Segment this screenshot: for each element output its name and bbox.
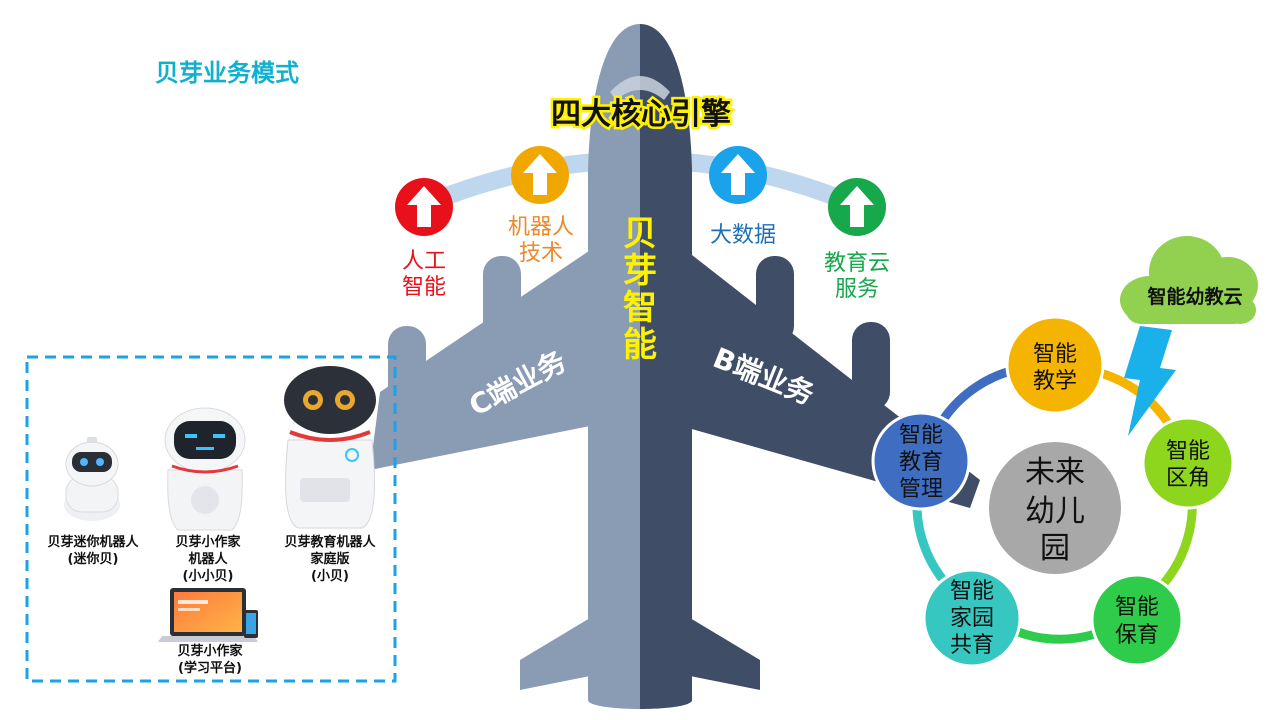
hub-center-line-2: 幼儿 <box>1025 494 1085 529</box>
engine-title: 四大核心引擎 <box>551 97 731 132</box>
robot-family-image <box>284 366 376 529</box>
learning-platform-image <box>158 588 258 642</box>
hub-node-area-line-2: 区角 <box>1166 466 1210 491</box>
up-arrow-icon <box>407 186 441 227</box>
up-arrow-icon <box>840 186 874 227</box>
product-box <box>25 355 397 683</box>
brand-char-2: 芽 <box>623 251 657 291</box>
engine-ai-label-2: 智能 <box>402 275 446 300</box>
center-brand: 贝 芽 智 能 <box>623 214 657 365</box>
product-writer-label-1: 贝芽小作家 <box>175 534 241 550</box>
hub-node-management-line-2: 教育 <box>899 450 943 475</box>
up-arrow-icon <box>523 154 557 195</box>
hub-node-management <box>871 411 971 511</box>
hub-center-line-3: 园 <box>1040 531 1070 566</box>
robot-writer-image <box>164 407 246 531</box>
product-family-label-3: (小贝) <box>311 569 349 584</box>
engine-cloud-label-2: 服务 <box>835 277 879 302</box>
kindergarten-hub: 未来 幼儿 园 智能 教学 智能 区角 智能 保育 智能 家园 共育 智能 教育… <box>871 315 1235 668</box>
hub-node-care <box>1090 573 1184 667</box>
hub-node-management-line-3: 管理 <box>899 477 943 502</box>
cloud-icon <box>1120 236 1258 324</box>
hub-node-home-school-line-1: 智能 <box>950 579 994 604</box>
robot-mini-image <box>64 437 120 521</box>
engine-robotics-label-1: 机器人 <box>508 215 574 240</box>
product-family-label-1: 贝芽教育机器人 <box>284 534 376 550</box>
page-title: 贝芽业务模式 <box>155 59 299 87</box>
hub-node-care-line-1: 智能 <box>1115 595 1159 620</box>
brand-char-4: 能 <box>623 325 657 365</box>
lightning-icon <box>1124 326 1176 436</box>
engine-cloud-label-1: 教育云 <box>824 251 890 276</box>
brand-char-3: 智 <box>623 288 657 328</box>
hub-node-home-school-line-2: 家园 <box>950 606 994 631</box>
engine-robotics-label-2: 技术 <box>519 241 563 266</box>
cloud-label: 智能幼教云 <box>1147 285 1242 308</box>
hub-node-teaching <box>1005 315 1105 415</box>
product-mini-label-2: (迷你贝) <box>68 551 119 567</box>
brand-char-1: 贝 <box>623 214 657 254</box>
hub-node-area-line-1: 智能 <box>1166 439 1210 464</box>
product-writer-label-3: (小小贝) <box>183 569 234 584</box>
hub-node-area <box>1141 416 1235 510</box>
engine-bigdata: 大数据 <box>709 146 776 248</box>
product-writer-label-2: 机器人 <box>188 551 228 567</box>
hub-node-home-school-line-3: 共育 <box>950 633 994 658</box>
product-platform-label-1: 贝芽小作家 <box>177 643 243 659</box>
engine-bigdata-label-1: 大数据 <box>710 223 776 248</box>
hub-center-circle <box>989 442 1121 574</box>
engine-robotics: 机器人 技术 <box>508 146 574 266</box>
hub-node-teaching-line-2: 教学 <box>1033 369 1077 394</box>
engine-cloud: 教育云 服务 <box>824 178 890 302</box>
hub-node-care-line-2: 保育 <box>1115 623 1159 648</box>
hub-center-line-1: 未来 <box>1025 455 1085 490</box>
product-mini-label-1: 贝芽迷你机器人 <box>47 534 139 550</box>
product-family-label-2: 家庭版 <box>310 551 349 567</box>
up-arrow-icon <box>721 154 755 195</box>
hub-node-teaching-line-1: 智能 <box>1033 342 1077 367</box>
hub-node-home-school <box>922 568 1022 668</box>
engine-ai-label-1: 人工 <box>402 249 446 274</box>
product-platform-label-2: (学习平台) <box>178 660 242 676</box>
engine-ai: 人工 智能 <box>395 178 453 300</box>
hub-node-management-line-1: 智能 <box>899 423 943 448</box>
airplane <box>370 24 980 709</box>
